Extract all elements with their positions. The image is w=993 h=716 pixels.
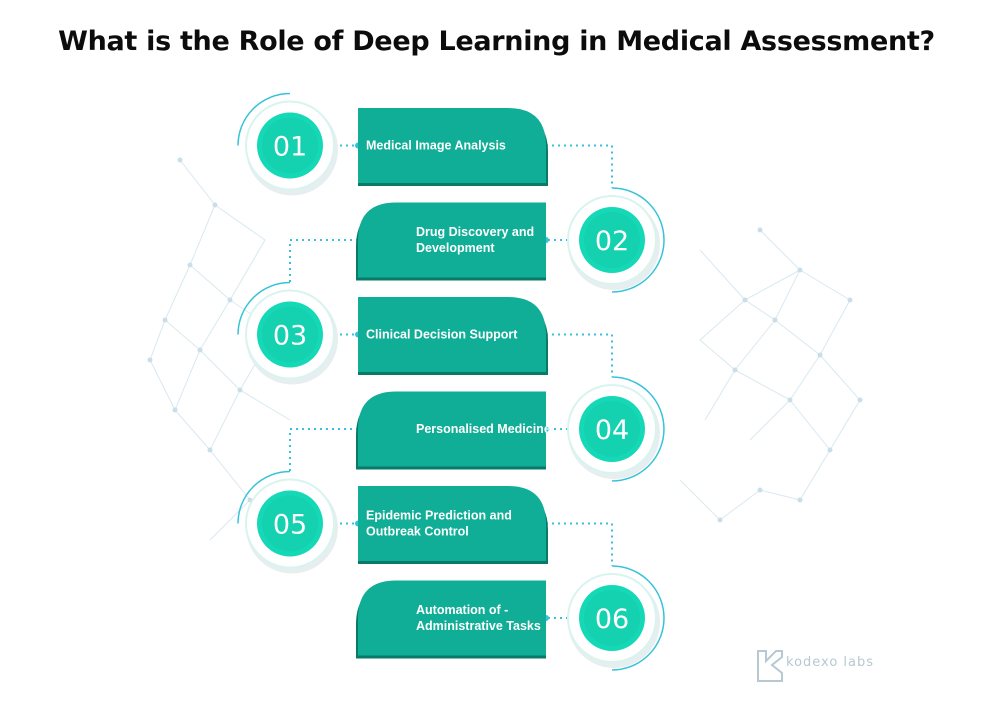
badge-inner bbox=[584, 212, 640, 268]
step-number: 02 bbox=[595, 226, 629, 257]
step-label: Automation of - bbox=[416, 603, 508, 617]
badge-inner bbox=[584, 401, 640, 457]
step-connector bbox=[546, 333, 613, 377]
step-number: 05 bbox=[273, 510, 307, 541]
logo-text: kodexo labs bbox=[786, 655, 875, 670]
step-number: 06 bbox=[595, 604, 629, 635]
number-badge: 04 bbox=[567, 376, 665, 482]
number-badge: 02 bbox=[567, 187, 665, 293]
badge-inner bbox=[262, 495, 318, 552]
banner bbox=[358, 486, 546, 561]
badge-arc bbox=[611, 376, 665, 482]
step-connector bbox=[289, 428, 358, 472]
step-01: Medical Image Analysis 01 bbox=[237, 92, 548, 196]
badge-arc bbox=[237, 470, 291, 524]
badge-inner bbox=[262, 117, 318, 174]
step-number: 04 bbox=[595, 415, 629, 446]
banner bbox=[358, 108, 546, 183]
number-badge: 03 bbox=[237, 281, 338, 385]
step-label: Outbreak Control bbox=[366, 525, 469, 539]
badge-arc bbox=[237, 92, 291, 146]
number-badge: 06 bbox=[567, 565, 665, 671]
step-number: 01 bbox=[273, 132, 307, 163]
badge-arc bbox=[611, 565, 665, 671]
step-label: Personalised Medicine bbox=[416, 422, 551, 436]
step-04: Personalised Medicine 04 bbox=[356, 376, 665, 482]
banner bbox=[358, 202, 546, 278]
banner bbox=[358, 391, 546, 467]
badge-arc bbox=[611, 187, 665, 293]
page-title: What is the Role of Deep Learning in Med… bbox=[58, 26, 935, 57]
step-label: Clinical Decision Support bbox=[366, 328, 518, 342]
badge-inner bbox=[262, 306, 318, 363]
step-label: Administrative Tasks bbox=[416, 619, 541, 633]
banner bbox=[358, 297, 546, 372]
badge-inner bbox=[584, 590, 640, 646]
step-label: Epidemic Prediction and bbox=[366, 509, 512, 523]
step-06: Automation of - Administrative Tasks 06 bbox=[356, 565, 665, 671]
step-label: Medical Image Analysis bbox=[366, 139, 506, 153]
number-badge: 05 bbox=[237, 470, 338, 574]
kodexo-logo-icon bbox=[757, 650, 783, 682]
step-label: Drug Discovery and bbox=[416, 225, 534, 239]
banner bbox=[358, 580, 546, 656]
step-number: 03 bbox=[273, 321, 307, 352]
step-03: Clinical Decision Support 03 bbox=[237, 281, 548, 385]
step-connector bbox=[289, 239, 358, 283]
number-badge: 01 bbox=[237, 92, 338, 196]
badge-arc bbox=[237, 281, 291, 335]
step-label: Development bbox=[416, 241, 495, 255]
step-connector bbox=[546, 522, 613, 566]
step-connector bbox=[546, 144, 613, 188]
